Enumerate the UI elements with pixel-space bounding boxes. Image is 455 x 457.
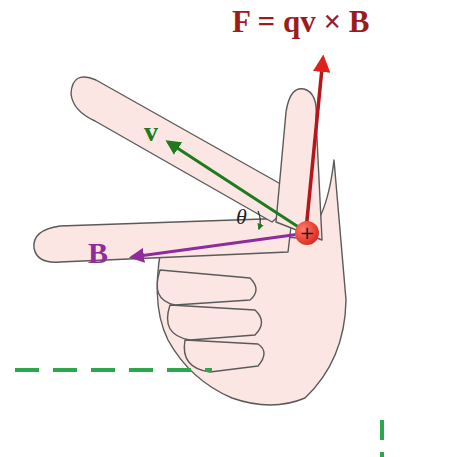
- index-finger: [71, 77, 302, 222]
- formula: F = qv × B: [232, 6, 370, 37]
- vector-label: v: [144, 118, 158, 146]
- curled-finger: [184, 340, 264, 372]
- vector-label: B: [88, 238, 108, 268]
- velocity-arrow: [168, 142, 300, 228]
- charge-circle: +: [295, 221, 319, 245]
- curled-finger: [168, 305, 262, 340]
- angle-arc: [258, 211, 260, 229]
- angle-label: θ: [236, 206, 247, 228]
- charge-sign: +: [299, 224, 314, 242]
- dashed-guide: [380, 420, 384, 457]
- field-arrow: [132, 234, 300, 257]
- force-arrow: [306, 58, 323, 230]
- dashed-guide: [15, 368, 212, 372]
- curled-finger: [157, 270, 256, 305]
